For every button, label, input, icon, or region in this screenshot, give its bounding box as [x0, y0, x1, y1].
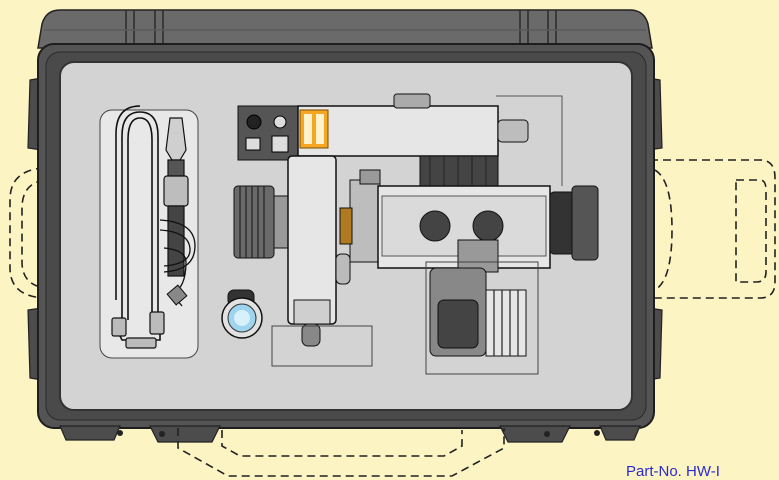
vertical-arm	[271, 155, 373, 367]
left-side-handle	[9, 167, 45, 299]
cable-and-joystick-compartment	[99, 105, 199, 359]
pan-tilt-bracket	[425, 239, 539, 375]
camera-lens-right	[472, 210, 504, 242]
right-side-handle	[650, 159, 776, 299]
eyepiece	[221, 289, 263, 339]
bottom-handle	[177, 428, 505, 477]
case-lid	[37, 9, 653, 49]
power-unit	[237, 93, 529, 161]
part-number-caption: Part-No. HW-I	[626, 463, 720, 480]
connector-icon	[245, 114, 289, 153]
camera-lens-left	[419, 210, 451, 242]
